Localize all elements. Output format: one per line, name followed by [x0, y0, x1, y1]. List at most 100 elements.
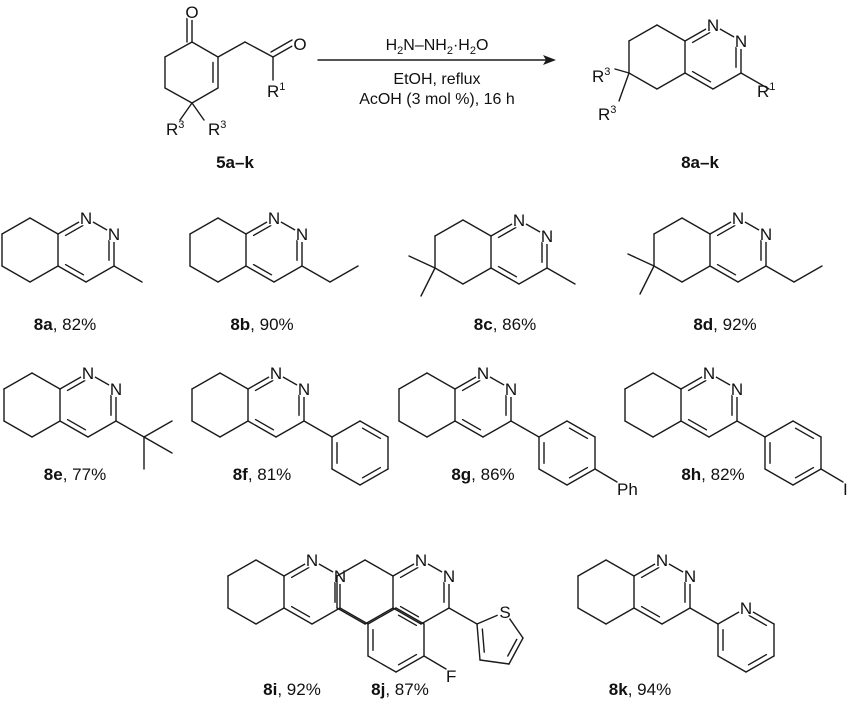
compound-id: 8i — [263, 680, 277, 699]
bond — [87, 420, 117, 438]
bond — [518, 267, 548, 285]
nitrogen-atom-mask — [705, 17, 721, 33]
bond — [737, 265, 767, 283]
compound-label: 8f, 81% — [233, 465, 292, 484]
nitrogen-atom-mask — [511, 212, 527, 228]
nitrogen-atom: N — [477, 364, 489, 383]
bond — [653, 265, 683, 283]
double-bond-line — [481, 628, 485, 653]
double-bond-line — [361, 466, 382, 479]
bond — [434, 267, 464, 285]
bond — [3, 420, 33, 438]
double-bond-line — [687, 379, 708, 392]
bond — [219, 372, 249, 390]
bond — [179, 102, 193, 121]
bond — [765, 265, 795, 283]
bond — [680, 420, 710, 438]
bond — [420, 267, 436, 297]
nitrogen-atom-mask — [268, 365, 284, 381]
nitrogen-atom: N — [82, 364, 94, 383]
nitrogen-atom: N — [731, 380, 743, 399]
bond — [85, 265, 115, 283]
bond — [764, 420, 794, 438]
bond — [639, 265, 655, 295]
double-bond-line — [399, 566, 420, 579]
nitrogen-atom-mask — [296, 381, 312, 397]
bond — [594, 468, 618, 483]
nitrogen-atom: N — [334, 567, 346, 586]
bond — [566, 468, 596, 486]
reagent-solvent: EtOH, reflux — [393, 71, 480, 88]
double-bond-line — [290, 605, 311, 618]
bond — [793, 265, 823, 283]
compound-label: 8h, 82% — [681, 465, 744, 484]
para-substituent-Ph: Ph — [617, 480, 638, 499]
bond — [448, 607, 478, 625]
nitrogen-atom-mask — [304, 552, 320, 568]
double-bond-line — [254, 379, 275, 392]
bond — [709, 265, 739, 283]
compound-id: 8g — [451, 465, 471, 484]
compound-id: 8h — [681, 465, 701, 484]
bond — [191, 41, 219, 58]
compound-yield: , 92% — [277, 680, 320, 699]
bond — [1, 265, 31, 283]
bond — [367, 607, 397, 625]
compound-id: 8c — [474, 315, 493, 334]
bond — [395, 655, 425, 673]
bond — [164, 41, 193, 58]
nitrogen-atom: N — [268, 209, 280, 228]
oxygen-atom-mask — [292, 36, 308, 52]
oxygen-atom: O — [293, 35, 306, 54]
double-bond-line — [747, 614, 768, 627]
nitrogen-atom-mask — [503, 381, 519, 397]
bond — [367, 655, 397, 673]
bond — [656, 72, 686, 90]
bond — [191, 102, 205, 121]
bond — [426, 420, 456, 438]
double-bond-line — [568, 427, 589, 440]
double-bond-line — [397, 653, 418, 666]
double-bond-line — [290, 566, 311, 579]
reagent-catalyst-time: AcOH (3 mol %), 16 h — [359, 91, 515, 108]
bond — [247, 420, 277, 438]
bond — [31, 420, 61, 438]
r3-label: R3 — [592, 66, 610, 86]
double-bond-line — [461, 418, 482, 431]
bond — [164, 87, 193, 104]
bond — [143, 436, 173, 454]
nitrogen-atom-mask — [730, 210, 746, 226]
bond — [303, 420, 333, 438]
bond — [628, 72, 658, 90]
para-substituent-I: I — [843, 480, 848, 499]
double-bond-line — [794, 427, 815, 440]
bond — [408, 255, 436, 269]
oxygen-atom: O — [185, 3, 198, 22]
bond — [227, 559, 257, 577]
double-bond-line — [252, 263, 273, 276]
bond — [538, 468, 568, 486]
nitrogen-atom-mask — [729, 381, 745, 397]
bond — [29, 265, 59, 283]
nitrogen-atom: N — [296, 225, 308, 244]
bond — [331, 420, 361, 438]
nitrogen-atom: N — [298, 380, 310, 399]
bond — [283, 607, 313, 625]
bond — [31, 372, 61, 390]
bond — [684, 72, 714, 90]
para-substituent-F: F — [446, 667, 456, 686]
bond — [329, 265, 359, 283]
oxygen-atom-mask — [184, 4, 200, 20]
compound-label: 8e, 77% — [44, 465, 106, 484]
sulfur-atom: S — [499, 603, 510, 622]
bond — [217, 217, 247, 235]
starting-material-label: 5a–k — [216, 153, 254, 172]
bond — [490, 267, 520, 285]
compound-yield: , 77% — [63, 465, 106, 484]
bond — [792, 420, 822, 438]
compound-yield: , 87% — [385, 680, 428, 699]
